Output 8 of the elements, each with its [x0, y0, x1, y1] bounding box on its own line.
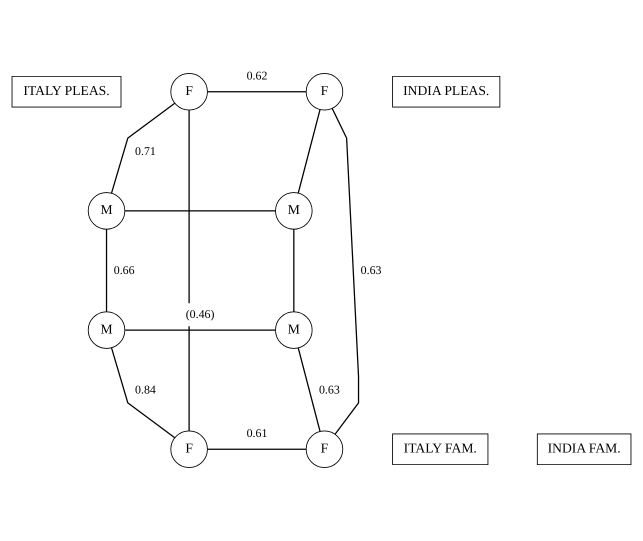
edge-label: 0.61	[246, 426, 268, 440]
edge-label: 0.71	[135, 144, 156, 158]
edge-label: 0.66	[114, 263, 135, 278]
edge-label: 0.84	[135, 382, 156, 396]
edge-label: 0.62	[246, 68, 268, 83]
edge-label: (0.46)	[186, 306, 214, 321]
edge-label: 0.63	[318, 382, 340, 396]
edge-label: 0.63	[360, 263, 382, 278]
